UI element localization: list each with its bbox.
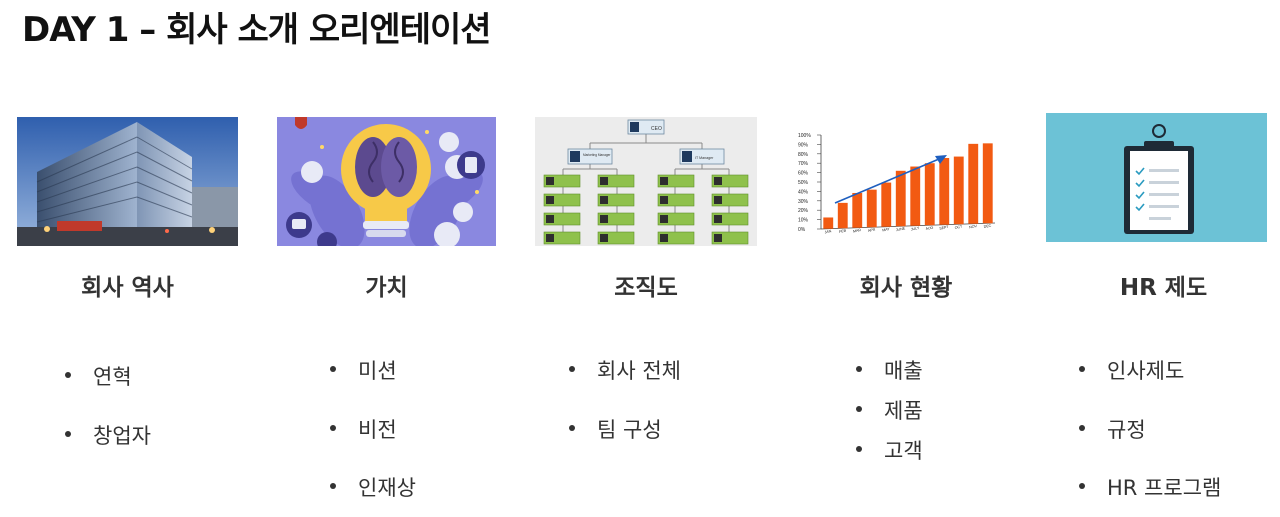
x-tick-label: MAR [853, 228, 862, 234]
y-tick-label: 40% [798, 189, 809, 195]
list-item: 고객 [856, 435, 923, 465]
bar-chart-illustration: 100% 90% 80% 70% 60% 50% 40% 30% 20% 10% 0% JAN FEB M… [795, 117, 1017, 246]
y-tick-label: 100% [798, 133, 811, 139]
column-heading: 가치 [365, 275, 408, 301]
chart-bar [953, 156, 964, 225]
chart-bar [924, 163, 935, 226]
y-tick-label: 0% [798, 227, 806, 233]
y-tick-label: 30% [798, 199, 809, 205]
trend-arrow [834, 158, 940, 204]
chart-bar [982, 143, 993, 224]
y-tick-label: 10% [798, 218, 809, 224]
slide-title: DAY 1 – 회사 소개 오리엔테이션 [22, 10, 492, 50]
trend-arrow-head [935, 155, 947, 164]
y-tick-label: 70% [798, 161, 809, 167]
chart-bar [910, 166, 921, 226]
status-bar-chart: 100% 90% 80% 70% 60% 50% 40% 30% 20% 10% 0% JAN FEB M… [798, 133, 996, 234]
y-tick-label: 60% [798, 171, 809, 177]
chart-bar [895, 170, 906, 227]
clipboard-checklist-illustration [1046, 113, 1267, 242]
x-axis [820, 222, 996, 230]
chart-bar [939, 158, 950, 225]
x-tick-label: SEPT [939, 225, 950, 231]
x-tick-label: DEC [983, 223, 992, 229]
lightbulb-brain-illustration [277, 117, 496, 246]
chart-bar [823, 217, 834, 229]
list-item: 비전 [330, 414, 397, 444]
list-item: 연혁 [65, 361, 132, 391]
y-tick-label: 50% [798, 180, 809, 186]
org-chart-illustration: CEO Marketing Manager IT Manager [535, 117, 757, 246]
x-tick-label: JAN [824, 229, 832, 234]
list-item: 미션 [330, 355, 397, 385]
org-right-manager: IT Manager [695, 156, 714, 160]
column-heading: HR 제도 [1119, 275, 1208, 301]
list-item: 회사 전체 [569, 355, 681, 385]
x-tick-label: JUNE [896, 226, 907, 232]
x-tick-label: NOV [969, 224, 978, 230]
org-top-label: CEO [651, 126, 662, 132]
x-tick-label: MAY [882, 227, 891, 233]
x-tick-label: OCT [954, 224, 963, 230]
list-item: 규정 [1079, 414, 1146, 444]
y-tick-label: 20% [798, 208, 809, 214]
column-heading: 조직도 [614, 275, 678, 301]
x-tick-label: APR [868, 227, 876, 233]
chart-bar [852, 192, 863, 228]
chart-bar [968, 143, 979, 224]
org-left-manager: Marketing Manager [583, 153, 611, 157]
y-tick-label: 90% [798, 142, 809, 148]
column-heading: 회사 역사 [81, 275, 174, 301]
chart-bar [866, 189, 877, 228]
x-tick-label: FEB [839, 228, 847, 233]
list-item: 창업자 [65, 420, 151, 450]
office-building-photo [17, 117, 238, 246]
list-item: 제품 [856, 395, 923, 425]
list-item: 팀 구성 [569, 414, 662, 444]
list-item: 매출 [856, 355, 923, 385]
chart-bar [837, 202, 848, 229]
column-heading: 회사 현황 [859, 275, 953, 301]
list-item: 인사제도 [1079, 355, 1184, 385]
chart-bar [881, 182, 892, 227]
list-item: 인재상 [330, 472, 416, 502]
list-item: HR 프로그램 [1079, 472, 1221, 502]
x-tick-label: AUG [925, 225, 934, 231]
y-tick-label: 80% [798, 152, 809, 158]
x-tick-label: JULY [910, 226, 920, 232]
